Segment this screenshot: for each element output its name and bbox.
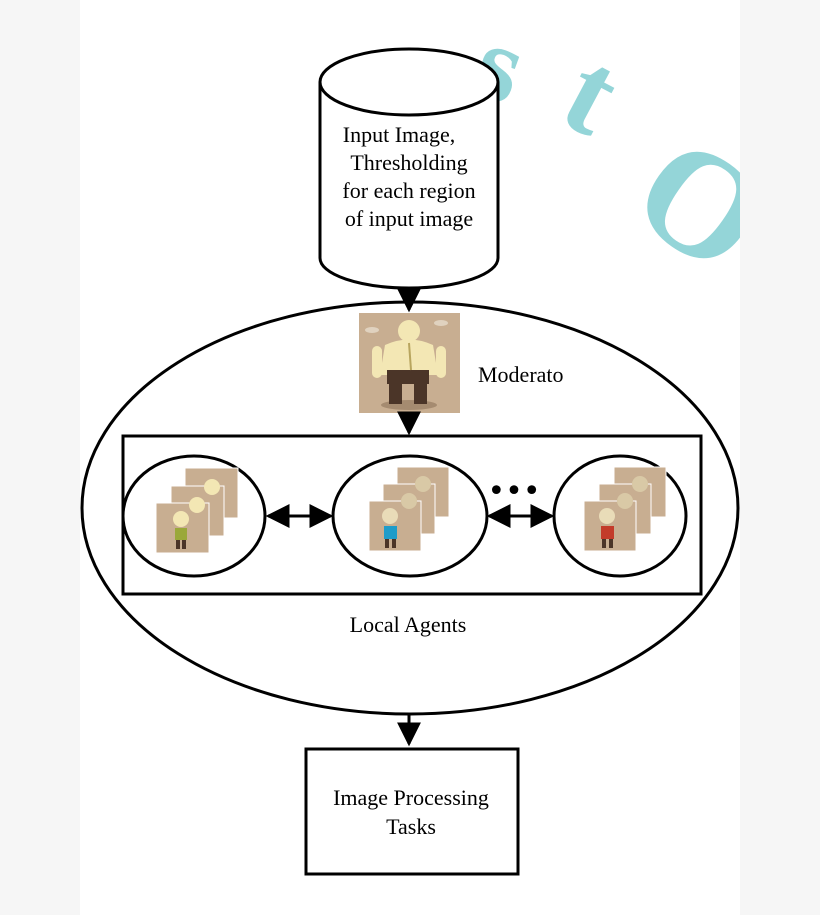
agent-2: [331, 454, 489, 578]
agent-3: [552, 454, 688, 578]
local-agents-label: Local Agents: [350, 612, 467, 637]
input-cylinder: Input Image, Thresholding for each regio…: [318, 47, 500, 290]
tasks-box: [304, 747, 520, 876]
moderator-label: Moderato: [478, 362, 564, 387]
cylinder-line-2: Thresholding: [350, 150, 467, 175]
tasks-line-2: Tasks: [386, 814, 436, 839]
cylinder-line-1: Input Image,: [343, 122, 455, 147]
moderator-image: [359, 313, 460, 413]
agents-ellipsis: •••: [487, 474, 540, 509]
cylinder-line-3: for each region: [342, 178, 475, 203]
tasks-line-1: Image Processing: [333, 785, 489, 810]
agent-1: [121, 454, 267, 578]
cylinder-line-4: of input image: [345, 206, 473, 231]
